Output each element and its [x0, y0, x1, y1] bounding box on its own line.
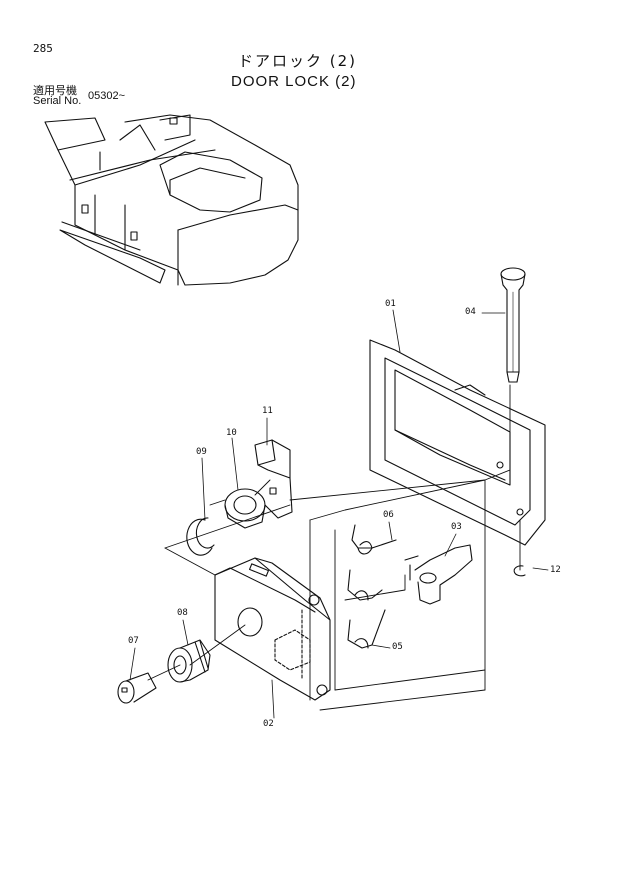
assembly-guide-lines: [147, 384, 521, 711]
serial-number-value: 05302~: [88, 90, 126, 102]
page-number: 285: [33, 42, 53, 55]
part-11-plate: [254, 439, 293, 519]
part-06-spring: [351, 524, 397, 555]
machine-overview-drawing: [44, 114, 299, 286]
part-08-cylinder-housing: [167, 639, 211, 683]
leader-lines: [129, 309, 549, 719]
part-label-08: 08: [177, 608, 188, 618]
part-label-09: 09: [196, 447, 207, 457]
part-04-pin: [500, 267, 526, 383]
part-09-snap-ring: [186, 517, 215, 556]
serial-label-english: Serial No.: [33, 95, 82, 107]
part-label-12: 12: [550, 565, 561, 575]
part-03-latch-lever: [404, 544, 473, 605]
part-01-lock-frame: [369, 339, 546, 546]
title-english: DOOR LOCK (2): [231, 73, 357, 90]
title-japanese: ドアロック (2): [238, 52, 358, 70]
part-07-key-cylinder: [117, 672, 157, 704]
part-label-02: 02: [263, 719, 274, 729]
part-05-springs: [347, 569, 386, 649]
part-label-11: 11: [262, 406, 273, 416]
part-label-05: 05: [392, 642, 403, 652]
part-10-nut: [224, 488, 266, 529]
serial-label-japanese: 適用号機: [33, 84, 77, 97]
part-label-06: 06: [383, 510, 394, 520]
part-label-07: 07: [128, 636, 139, 646]
part-label-10: 10: [226, 428, 237, 438]
part-02-lock-body: [214, 557, 331, 701]
part-label-01: 01: [385, 299, 396, 309]
part-label-03: 03: [451, 522, 462, 532]
part-label-04: 04: [465, 307, 476, 317]
